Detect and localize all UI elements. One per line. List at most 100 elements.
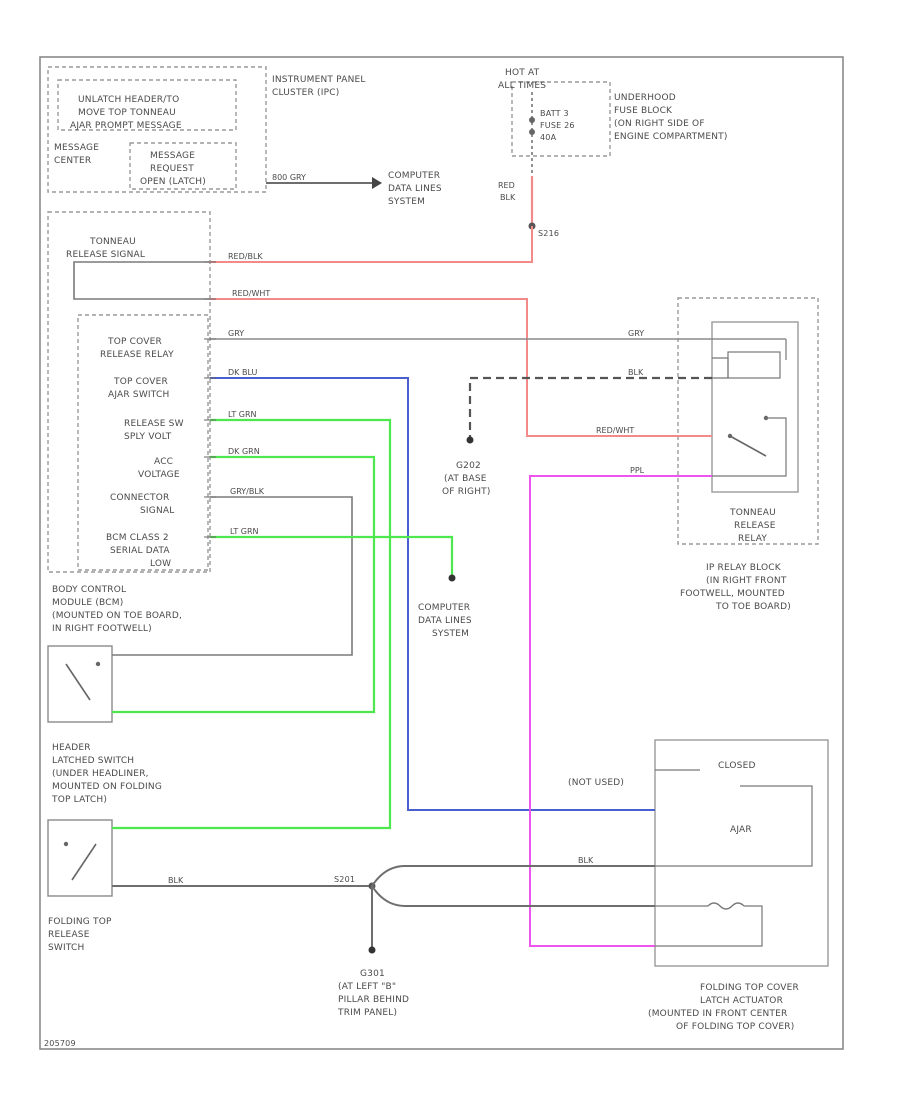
computer-data-top-l3: SYSTEM [388,197,425,207]
wire-label-w6: LT GRN [228,410,257,419]
folding-switch-l1: FOLDING TOP [48,917,112,927]
fuse-node-bottom [529,129,535,135]
arrow-computer-data [372,177,382,189]
actuator-motor-return [655,905,763,947]
wire-dk-grn-acc [112,455,376,714]
ajar-switch-l2: AJAR SWITCH [108,390,169,400]
s201-label: S201 [334,875,355,884]
fuse-node-top [529,117,535,123]
wire-label-w1: 800 GRY [272,173,306,182]
relay-contact-pivot [727,433,733,439]
folding-switch-l2: RELEASE [48,930,90,940]
wire-lt-grn-class2 [210,535,454,578]
message-request-l3: OPEN (LATCH) [140,177,206,187]
bcm-l2: MODULE (BCM) [52,598,123,608]
folding-switch-arm [71,843,97,881]
wire-blk-lower [371,885,655,907]
bcm-l1: BODY CONTROL [52,585,126,595]
wire-label-w10: BLK [168,876,184,885]
diagram-border [39,56,844,1050]
wire-label-w2: RED/BLK [228,252,263,261]
latch-header-ctrl-box [57,79,237,131]
relay-contact-arm [729,435,767,457]
latch-header-ctrl-l2: MOVE TOP TONNEAU [78,108,176,118]
batt-fuse-l2: FUSE 26 [540,121,575,130]
relay-coil-link [712,357,729,379]
ipc-l2: CLUSTER (IPC) [272,88,339,98]
g301-l2: (AT LEFT "B" [338,982,396,992]
g202-l3: OF RIGHT) [442,487,491,497]
batt-fuse-l1: BATT 3 [540,109,569,118]
computer-data-mid-l3: SYSTEM [432,629,469,639]
header-switch-l2: LATCHED SWITCH [52,756,134,766]
connector-l2: SIGNAL [140,506,174,516]
ajar-switch-l1: TOP COVER [113,377,168,387]
bcm-class2-l1: BCM CLASS 2 [106,533,169,543]
pin-markers [204,261,216,538]
wire-label-w16: RED [498,181,515,190]
wire-label-w9: LT GRN [230,527,259,536]
wire-ground-g202 [468,376,712,440]
header-switch-arm [65,663,91,701]
underhood-l2: FUSE BLOCK [614,106,673,116]
g301-l4: TRIM PANEL) [337,1008,397,1018]
relay-coil [727,351,781,379]
wire-tonneau-loop [73,261,210,300]
ip-relay-l3: FOOTWELL, MOUNTED [680,589,785,599]
computer-data-mid-l1: COMPUTER [418,603,470,613]
ip-relay-l1: IP RELAY BLOCK [706,563,782,573]
wire-label-w3: RED/WHT [232,289,270,298]
header-switch-l3: (UNDER HEADLINER, [52,769,149,779]
wire-lt-grn-release [112,418,392,830]
s216-label: S216 [538,229,559,238]
wire-label-w15: BLK [628,368,644,377]
header-switch-box [47,645,113,723]
underhood-l1: UNDERHOOD [614,93,676,103]
ip-relay-block-box [677,297,819,545]
g301-l1: G301 [360,969,385,979]
actuator-l1: FOLDING TOP COVER [700,983,799,993]
tonneau-sig-l2: RELEASE SIGNAL [66,250,145,260]
latch-header-ctrl-l1: UNLATCH HEADER/TO [78,95,179,105]
acc-l1: ACC [154,457,173,467]
header-switch-contact [95,661,101,667]
actuator-box [654,739,829,967]
header-switch-l5: TOP LATCH) [51,795,107,805]
folding-top-switch-box [47,819,113,897]
bcm-class2-l3: LOW [150,559,171,569]
message-request-box [129,142,237,190]
bcm-box [47,211,211,573]
tonneau-relay-l1: TONNEAU [729,508,776,518]
tonneau-relay-l2: RELEASE [734,521,776,531]
ip-relay-l4: TO TOE BOARD) [715,602,791,612]
bcm-class2-l2: SERIAL DATA [110,546,170,556]
wire-gry-blk [112,496,353,656]
release-relay-l1: TOP COVER [107,337,162,347]
computer-data-mid-node [448,574,456,582]
hot-at-all-times-l1: HOT AT [505,68,540,78]
computer-data-top-l2: DATA LINES [388,184,442,194]
underhood-l4: ENGINE COMPARTMENT) [614,132,728,142]
bcm-inner-box [77,314,209,571]
actuator-motor-coil [707,902,745,910]
wire-labels: 800 GRY RED BLK RED/BLK RED/WHT GRY DK B… [168,173,645,885]
batt-fuse-l3: 40A [540,133,557,142]
actuator-l3: (MOUNTED IN FRONT CENTER [648,1009,787,1019]
wire-ppl [529,475,712,947]
computer-data-top-l1: COMPUTER [388,171,440,181]
footer-code: 205709 [44,1039,76,1048]
connector-l1: CONNECTOR [110,493,169,503]
wire-red-wht [210,298,712,437]
ip-relay-l2: (IN RIGHT FRONT [706,576,787,586]
computer-data-mid-l2: DATA LINES [418,616,472,626]
hot-at-all-times-l2: ALL TIMES [498,81,546,91]
tonneau-relay-l3: RELAY [738,534,767,544]
ipc-box [47,66,267,193]
underhood-fuse-box [511,81,611,157]
wire-label-w13: BLK [578,856,594,865]
release-sw-l1: RELEASE SW [124,419,184,429]
header-switch-l1: HEADER [52,743,91,753]
wire-blk-upper [371,865,655,887]
labels: UNLATCH HEADER/TO MOVE TOP TONNEAU AJAR … [44,68,799,1048]
